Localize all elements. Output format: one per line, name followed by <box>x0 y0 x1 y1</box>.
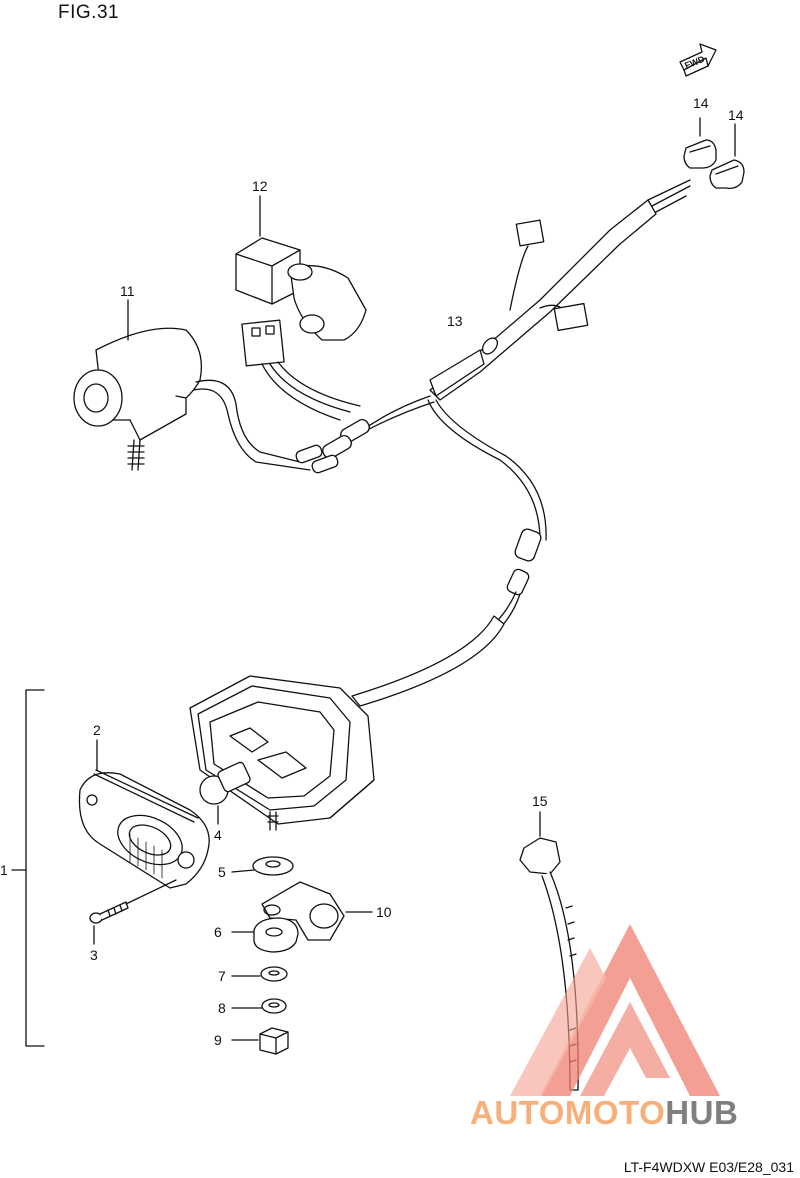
lens-2 <box>78 739 210 889</box>
callout-14b: 14 <box>728 107 744 123</box>
callout-15: 15 <box>532 793 548 809</box>
callout-5: 5 <box>218 864 226 880</box>
connector-cap-14a <box>683 139 717 169</box>
tail-light-lead <box>351 568 530 707</box>
mount-stud <box>267 811 279 831</box>
washer-5 <box>231 856 294 876</box>
callout-4: 4 <box>214 827 222 843</box>
automotohub-logo <box>510 924 720 1096</box>
callout-1: 1 <box>0 862 8 878</box>
collar-6 <box>231 917 299 953</box>
nut-9 <box>231 1027 289 1055</box>
assembly-bracket-1 <box>11 689 45 1047</box>
callout-6: 6 <box>214 924 222 940</box>
logo-wordmark: AUTOMOTOHUB <box>470 1094 738 1132</box>
callout-13: 13 <box>447 313 463 329</box>
callout-10: 10 <box>376 904 392 920</box>
logo-word-automoto: AUTOMOTO <box>470 1094 666 1131</box>
figure-footer-code: LT-F4WDXW E03/E28_031 <box>623 1159 794 1175</box>
bulb-4 <box>199 761 251 825</box>
callout-7: 7 <box>218 968 226 984</box>
license-light-11 <box>73 299 339 474</box>
forward-arrow-icon: FWD <box>679 43 717 77</box>
callout-3: 3 <box>90 947 98 963</box>
screw-3 <box>89 879 177 945</box>
callout-12: 12 <box>252 178 268 194</box>
figure-title: FIG.31 <box>58 2 120 23</box>
callout-2: 2 <box>93 722 101 738</box>
spring-washer-8 <box>231 998 287 1014</box>
wiring-harness-13 <box>322 179 691 562</box>
callout-11: 11 <box>120 283 135 299</box>
callout-14a: 14 <box>693 95 709 111</box>
logo-word-hub: HUB <box>665 1094 739 1131</box>
connector-cap-14b <box>709 159 745 190</box>
callout-8: 8 <box>218 1000 226 1016</box>
callout-9: 9 <box>214 1032 222 1048</box>
washer-7 <box>231 966 288 982</box>
relay-12 <box>235 195 367 421</box>
